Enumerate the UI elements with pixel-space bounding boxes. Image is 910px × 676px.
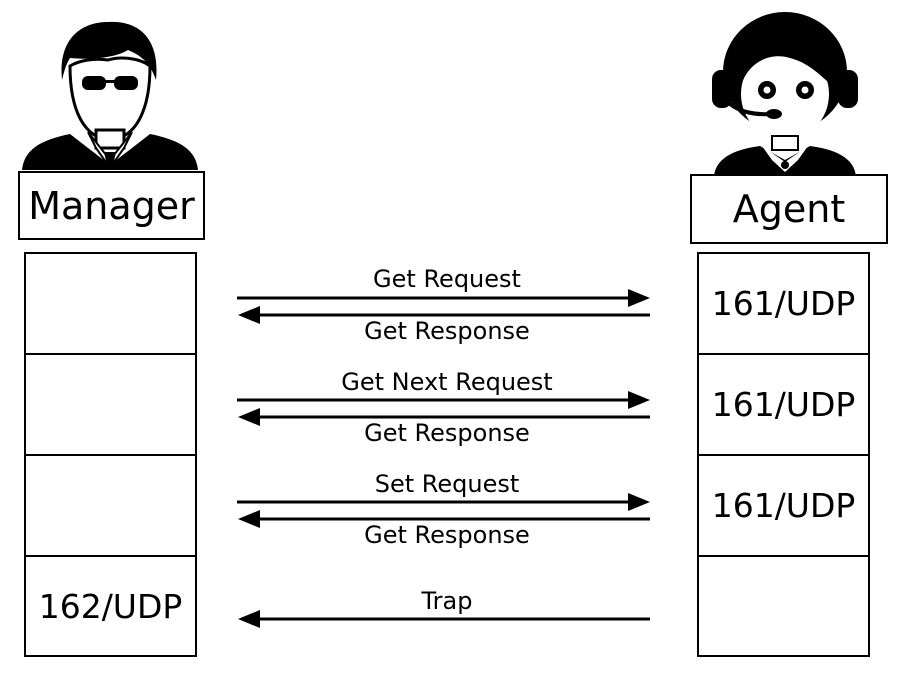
response-label: Get Response	[364, 521, 530, 549]
agent-label: Agent	[690, 174, 888, 244]
trap-label: Trap	[421, 587, 473, 615]
manager-port-cell: 162/UDP	[38, 586, 183, 626]
request-label: Get Next Request	[341, 368, 553, 396]
manager-port-cell	[26, 355, 195, 456]
manager-label: Manager	[18, 171, 205, 240]
manager-port-column: 162/UDP	[24, 252, 197, 657]
manager-port-cell	[26, 254, 195, 355]
request-label: Get Request	[373, 265, 521, 293]
manager-port-cell	[26, 456, 195, 557]
request-label: Set Request	[374, 470, 520, 498]
agent-port-cell: 161/UDP	[699, 456, 868, 557]
agent-port-column: 161/UDP 161/UDP 161/UDP	[697, 252, 870, 657]
response-label: Get Response	[364, 419, 530, 447]
agent-port-cell: 161/UDP	[699, 254, 868, 355]
response-label: Get Response	[364, 317, 530, 345]
agent-port-cell: 161/UDP	[699, 355, 868, 456]
